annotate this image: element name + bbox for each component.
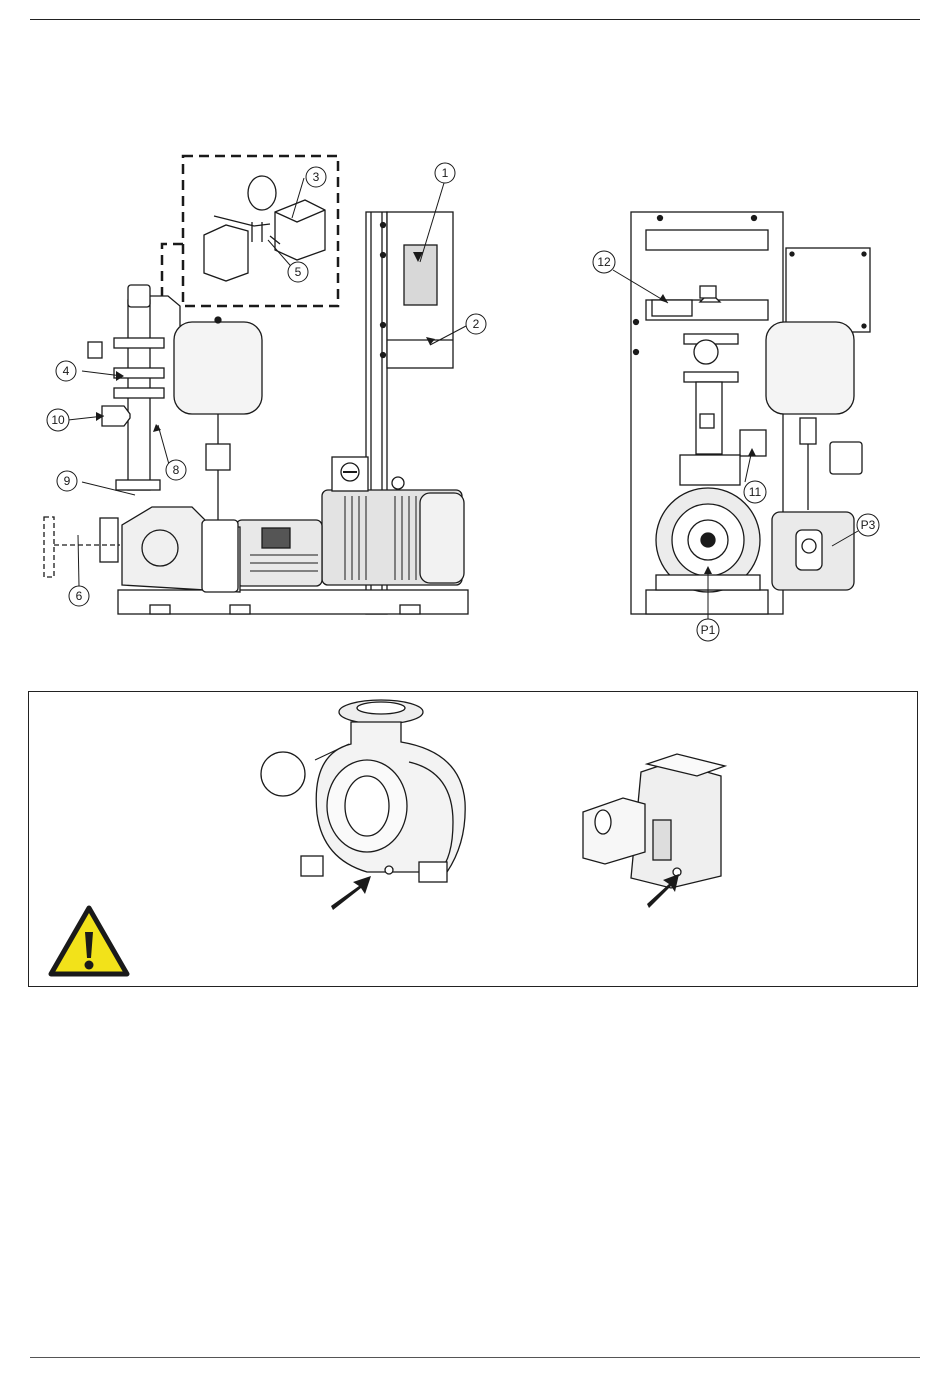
svg-text:6: 6	[76, 589, 83, 603]
callout-1: 1	[435, 163, 455, 183]
header-rule	[30, 19, 920, 20]
warning-panel	[28, 691, 918, 987]
callout-12: 12	[593, 251, 615, 273]
callout-11: 11	[744, 481, 766, 503]
detail-gauge	[248, 176, 276, 210]
svg-text:3: 3	[313, 170, 320, 184]
callout-p1: P1	[697, 619, 719, 641]
jockey-pump-inlet	[583, 798, 645, 864]
callout-8: 8	[166, 460, 186, 480]
svg-text:2: 2	[473, 317, 480, 331]
svg-text:1: 1	[442, 166, 449, 180]
svg-text:P3: P3	[861, 518, 876, 532]
warning-triangle-icon	[51, 908, 127, 974]
callout-2: 2	[466, 314, 486, 334]
right-control-panel	[786, 248, 870, 332]
svg-text:9: 9	[64, 474, 71, 488]
part-marker-circle	[261, 752, 305, 796]
detail-box-left	[204, 225, 248, 281]
pressure-vessel	[174, 322, 262, 414]
footer-rule	[30, 1357, 920, 1358]
svg-text:12: 12	[597, 255, 611, 269]
detail-box-right	[275, 200, 325, 260]
svg-text:P1: P1	[701, 623, 716, 637]
detail-connector	[162, 244, 183, 296]
svg-text:10: 10	[51, 413, 65, 427]
svg-text:4: 4	[63, 364, 70, 378]
callout-5: 5	[288, 262, 308, 282]
callout-6: 6	[69, 586, 89, 606]
callout-p3: P3	[857, 514, 879, 536]
pointer-arrow-icon	[331, 876, 371, 910]
callout-9: 9	[57, 471, 77, 491]
right-pressure-vessel	[766, 322, 854, 414]
svg-text:5: 5	[295, 265, 302, 279]
svg-text:8: 8	[173, 463, 180, 477]
drain-plug-illustration	[29, 692, 917, 986]
callout-3: 3	[306, 167, 326, 187]
callout-10: 10	[47, 409, 69, 431]
booster-set-diagram: 1 2 3 5 4 10 8 9 6 12 11 P1 P3	[0, 140, 950, 660]
callout-4: 4	[56, 361, 76, 381]
svg-text:11: 11	[749, 485, 762, 499]
